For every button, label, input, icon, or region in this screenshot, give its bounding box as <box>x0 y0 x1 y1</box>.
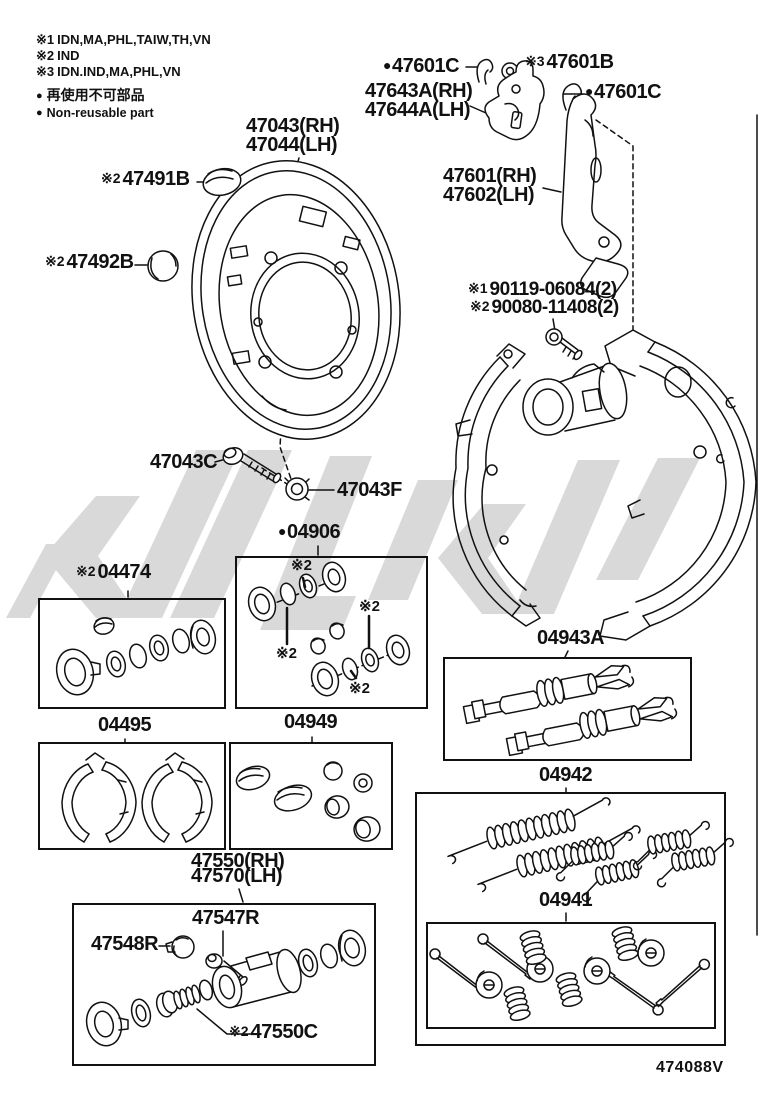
bolt-47043c-drawing <box>222 446 282 484</box>
reference-mark: ※2 <box>36 48 55 63</box>
brake-shoes-drawing <box>452 329 757 641</box>
label-47601c-top: ●47601C <box>383 55 460 77</box>
box-04941 <box>426 922 716 1029</box>
label-04942: 04942 <box>539 764 593 786</box>
bullet-icon: ● <box>383 57 391 73</box>
star2-mark-top: ※2 <box>291 557 312 574</box>
label-04941: 04941 <box>539 889 593 911</box>
star2-mark-bottom: ※2 <box>349 680 370 697</box>
plug-47492b-drawing <box>147 250 179 282</box>
label-04943a: 04943A <box>537 627 605 649</box>
star2-mark-right: ※2 <box>359 598 380 615</box>
watermark <box>6 450 700 630</box>
label-47602: 47602(LH) <box>443 184 535 206</box>
reference-mark: ※2 <box>229 1023 249 1039</box>
label-04949: 04949 <box>284 711 338 733</box>
reference-mark: ※2 <box>45 253 65 269</box>
clip-47601c-top-drawing <box>476 58 494 85</box>
kit-04906-drawing <box>247 561 411 697</box>
adjust-lever-47643a-drawing <box>484 60 545 141</box>
kit-04474-drawing <box>55 617 217 696</box>
reference-mark: ※2 <box>470 298 490 314</box>
reference-mark: ※1 <box>36 32 55 47</box>
star2-mark-left: ※2 <box>276 645 297 662</box>
box-04942 <box>415 792 726 1046</box>
kit-04495-drawing <box>61 752 213 843</box>
label-47550: 47550(RH) <box>191 850 285 872</box>
box-04943a <box>443 657 692 761</box>
bullet-icon: ● <box>585 83 593 99</box>
bullet-icon: ● <box>36 90 43 102</box>
bullet-icon: ● <box>278 523 286 539</box>
kit-04949-drawing <box>235 761 381 842</box>
nut-47043f-drawing <box>284 477 310 501</box>
reference-mark: ※2 <box>76 563 96 579</box>
label-47644a: 47644A(LH) <box>365 99 471 121</box>
kit-47550-drawing <box>85 929 367 1047</box>
cap-47548r-drawing <box>165 935 195 959</box>
label-47044: 47044(LH) <box>246 134 338 156</box>
reference-mark: ※1 <box>468 280 488 296</box>
box-04906 <box>235 556 428 709</box>
box-04949 <box>229 742 393 850</box>
box-47550 <box>72 903 376 1066</box>
legend-nonreusable-jp: ●再使用不可部品 <box>36 87 145 103</box>
plug-47491b-drawing <box>202 167 242 197</box>
label-47601c-right: ●47601C <box>585 81 662 103</box>
backing-plate-drawing <box>191 160 401 440</box>
label-04495: 04495 <box>98 714 152 736</box>
label-47043: 47043(RH) <box>246 115 340 137</box>
label-47570: 47570(LH) <box>191 865 283 887</box>
spring-47550c-drawing <box>161 979 214 1014</box>
diagram-code: 474088V <box>656 1059 724 1076</box>
label-47043f: 47043F <box>337 479 402 501</box>
label-47643a: 47643A(RH) <box>365 80 473 102</box>
bullet-icon: ● <box>36 107 43 119</box>
label-47547r: 47547R <box>192 907 260 929</box>
wheel-cylinder-drawing <box>522 362 628 436</box>
box-04495 <box>38 742 226 850</box>
label-47548r: 47548R <box>91 933 159 955</box>
label-04906: ●04906 <box>278 521 341 543</box>
reference-mark: ※3 <box>36 64 55 79</box>
bolt-90119-drawing <box>545 328 583 361</box>
legend-nonreusable-en: ●Non-reusable part <box>36 106 154 120</box>
label-47601: 47601(RH) <box>443 165 537 187</box>
cylinder-body-drawing <box>211 948 302 1009</box>
box-04474 <box>38 598 226 709</box>
parking-lever-47601-drawing <box>561 93 629 299</box>
reference-mark: ※2 <box>101 170 121 186</box>
label-47043c: 47043C <box>150 451 218 473</box>
reference-mark: ※3 <box>525 53 545 69</box>
